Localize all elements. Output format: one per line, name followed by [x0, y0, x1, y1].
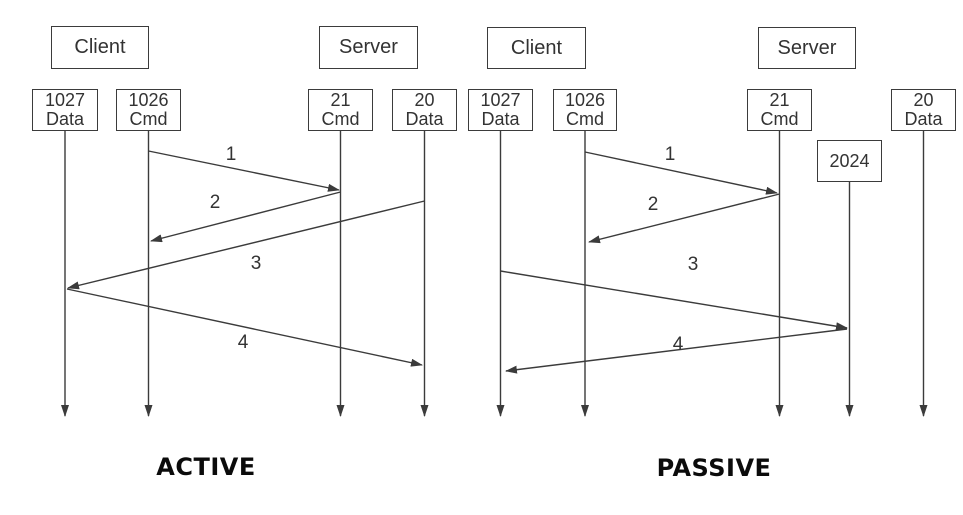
message-label-active-1: 1 — [225, 144, 237, 165]
message-arrow-active-2 — [150, 191, 341, 243]
message-arrow-active-3 — [67, 200, 425, 290]
port-box-passive-1026-cmd-label: Cmd — [565, 109, 604, 129]
actor-box-passive-server-label: Server — [777, 36, 837, 59]
port-box-passive-21-cmd-label: 21 — [769, 90, 790, 110]
message-arrow-passive-4 — [505, 328, 848, 374]
message-arrow-passive-3 — [500, 270, 848, 331]
actor-box-passive-client-label: Client — [510, 36, 563, 59]
port-box-active-20-data-label: 20 — [414, 90, 435, 110]
message-arrow-active-1 — [148, 150, 340, 192]
actor-box-active-client-label: Client — [74, 36, 126, 58]
actor-box-active-client: Client — [51, 26, 149, 69]
message-label-passive-4: 4 — [672, 334, 684, 355]
port-box-passive-20-data-label: 20 — [913, 90, 934, 110]
message-label-active-3: 3 — [250, 253, 262, 274]
message-arrow-active-4 — [66, 288, 423, 367]
port-box-active-1026-cmd-label: Cmd — [129, 109, 168, 129]
port-box-passive-20-data-label: Data — [904, 109, 943, 129]
port-box-passive-1027-data-label: Data — [481, 109, 520, 129]
message-arrow-passive-1 — [584, 151, 778, 195]
caption-passive: PASSIVE — [656, 454, 772, 482]
actor-box-active-server: Server — [319, 26, 418, 69]
message-label-passive-1: 1 — [664, 144, 676, 165]
port-box-passive-1026-cmd-label: 1026 — [564, 90, 606, 110]
port-box-active-1026-cmd-label: 1026 — [128, 90, 169, 110]
port-box-active-21-cmd-label: Cmd — [321, 109, 360, 129]
port-box-active-1027-data-label: Data — [45, 109, 85, 129]
message-label-passive-3: 3 — [687, 254, 699, 275]
port-box-passive-2024: 2024 — [817, 140, 882, 182]
actor-box-passive-client: Client — [487, 27, 586, 69]
actor-box-passive-server: Server — [758, 27, 856, 69]
caption-active: ACTIVE — [156, 453, 256, 481]
port-box-active-21-cmd-label: 21 — [330, 90, 351, 110]
message-label-passive-2: 2 — [647, 194, 659, 215]
message-label-active-4: 4 — [237, 332, 249, 353]
actor-box-active-server-label: Server — [339, 36, 398, 58]
message-label-active-2: 2 — [209, 192, 221, 213]
message-arrow-passive-2 — [588, 193, 780, 244]
port-box-passive-2024-label: 2024 — [829, 150, 870, 171]
port-box-passive-1027-data-label: 1027 — [480, 90, 521, 110]
port-box-passive-21-cmd-label: Cmd — [760, 109, 799, 129]
diagram-lines — [61, 131, 928, 417]
port-box-active-1027-data-label: 1027 — [44, 90, 86, 110]
port-box-active-20-data-label: Data — [405, 109, 444, 129]
